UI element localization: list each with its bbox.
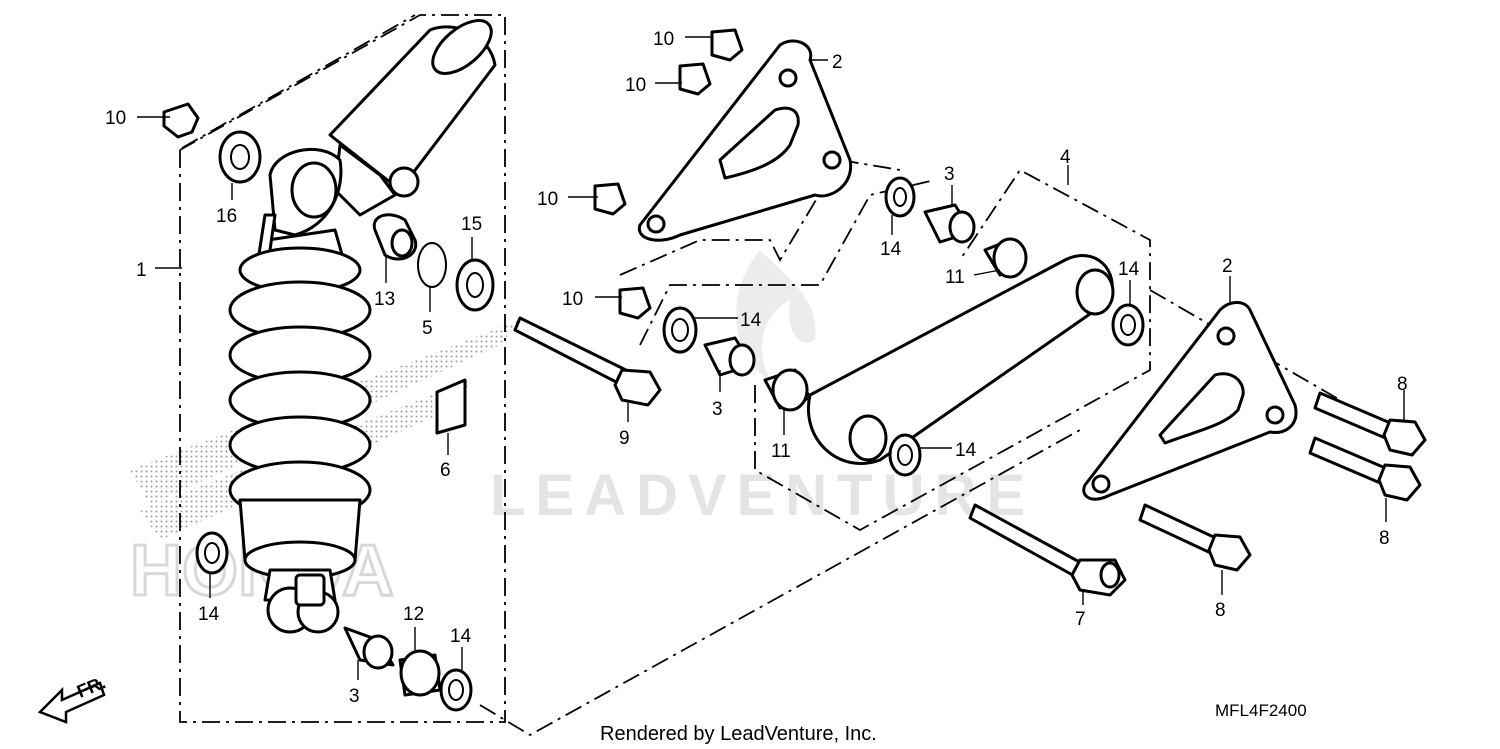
callout-3: 3 <box>712 399 723 420</box>
bearing-11-a <box>983 237 1028 279</box>
callout-11: 11 <box>771 441 791 462</box>
dust-seal-16 <box>218 130 262 184</box>
dust-seal-14-f <box>888 433 922 477</box>
callout-14: 14 <box>880 239 902 260</box>
callout-10: 10 <box>105 108 126 129</box>
collar-3-c <box>703 336 756 377</box>
front-arrow-icon <box>37 681 106 724</box>
callout-2: 2 <box>832 52 843 73</box>
small-parts-left <box>162 102 495 712</box>
callout-14: 14 <box>740 310 762 331</box>
bolt-8-c <box>1138 503 1252 572</box>
callout-14: 14 <box>1118 259 1140 280</box>
bolt-8-b <box>1308 436 1422 502</box>
bearing-12 <box>398 649 442 697</box>
callout-14: 14 <box>955 440 977 461</box>
front-label: FR. <box>74 672 108 701</box>
dust-seal-14-a <box>195 531 229 575</box>
callouts: 10 10 10 10 10 1 16 13 5 15 6 14 12 3 14… <box>105 29 1408 707</box>
leadventure-watermark: LEADVENTURE <box>490 463 1035 528</box>
bracket-2-lower <box>1082 301 1298 501</box>
callout-2: 2 <box>1222 256 1233 277</box>
callout-10: 10 <box>625 75 646 96</box>
bearing-11-b <box>763 368 812 412</box>
bolts-right <box>968 391 1427 597</box>
middle-collars <box>662 176 1028 412</box>
link-arm-4 <box>807 254 1145 477</box>
dust-seal-14-b <box>439 668 473 712</box>
callout-9: 9 <box>619 428 630 449</box>
collar-13 <box>372 213 418 261</box>
bolt-8-a <box>1313 391 1427 457</box>
flange-nut-10-a <box>162 102 200 139</box>
wing-logo-watermark <box>130 320 520 540</box>
circlip-5 <box>417 242 447 288</box>
callout-6: 6 <box>440 460 451 481</box>
callout-14: 14 <box>450 626 472 647</box>
callout-4: 4 <box>1060 147 1071 168</box>
callout-10: 10 <box>653 29 674 50</box>
callout-11: 11 <box>945 267 965 288</box>
callout-3: 3 <box>349 686 360 707</box>
callout-10: 10 <box>562 289 583 310</box>
bolt-9 <box>513 316 662 407</box>
label-6 <box>435 378 467 435</box>
callout-1: 1 <box>136 260 147 281</box>
callout-12: 12 <box>403 604 424 625</box>
bracket-2-upper <box>593 28 853 320</box>
render-credit: Rendered by LeadVenture, Inc. <box>600 723 877 745</box>
dust-seal-14-c <box>884 176 916 218</box>
leader-lines <box>137 36 1405 680</box>
front-direction-marker: FR. <box>37 672 108 724</box>
shock-absorber <box>228 19 497 634</box>
diagram-code: MFL4F2400 <box>1215 701 1307 720</box>
callout-8: 8 <box>1379 528 1390 549</box>
bolt-7 <box>968 503 1127 597</box>
dust-seal-15 <box>455 258 495 312</box>
callout-8: 8 <box>1215 600 1226 621</box>
dust-seal-14-d <box>662 306 698 354</box>
callout-8: 8 <box>1397 374 1408 395</box>
collar-3-b <box>923 203 976 244</box>
flame-watermark <box>736 250 816 380</box>
callout-5: 5 <box>422 318 433 339</box>
callout-14: 14 <box>198 604 220 625</box>
callout-3: 3 <box>944 164 955 185</box>
collar-3-a <box>343 626 395 670</box>
callout-15: 15 <box>461 214 482 235</box>
callout-7: 7 <box>1075 609 1086 630</box>
dust-seal-14-e <box>1111 303 1145 347</box>
callout-10: 10 <box>537 189 558 210</box>
callout-16: 16 <box>216 206 237 227</box>
callout-13: 13 <box>374 289 395 310</box>
